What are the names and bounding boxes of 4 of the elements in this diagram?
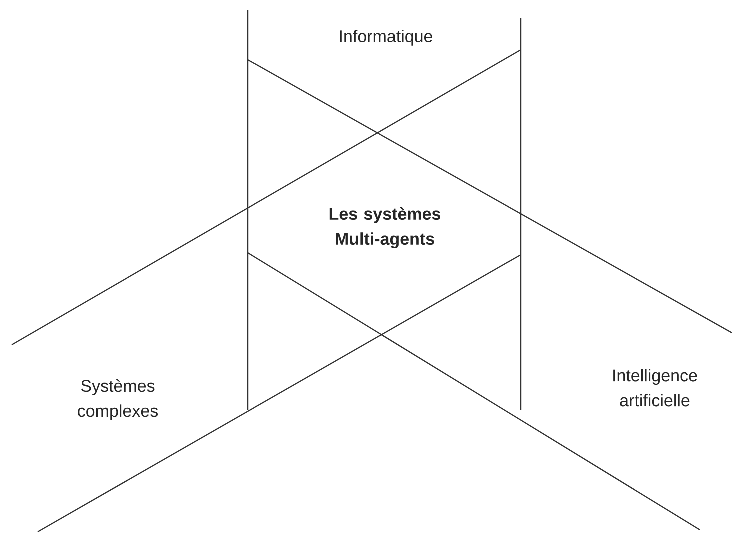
band-label: Intelligence artificielle: [614, 369, 698, 407]
band-label: Systèmes complexes: [78, 379, 158, 420]
band-label: Informatique: [340, 30, 432, 46]
center-label: Les systèmes Multi-agents: [330, 207, 440, 249]
